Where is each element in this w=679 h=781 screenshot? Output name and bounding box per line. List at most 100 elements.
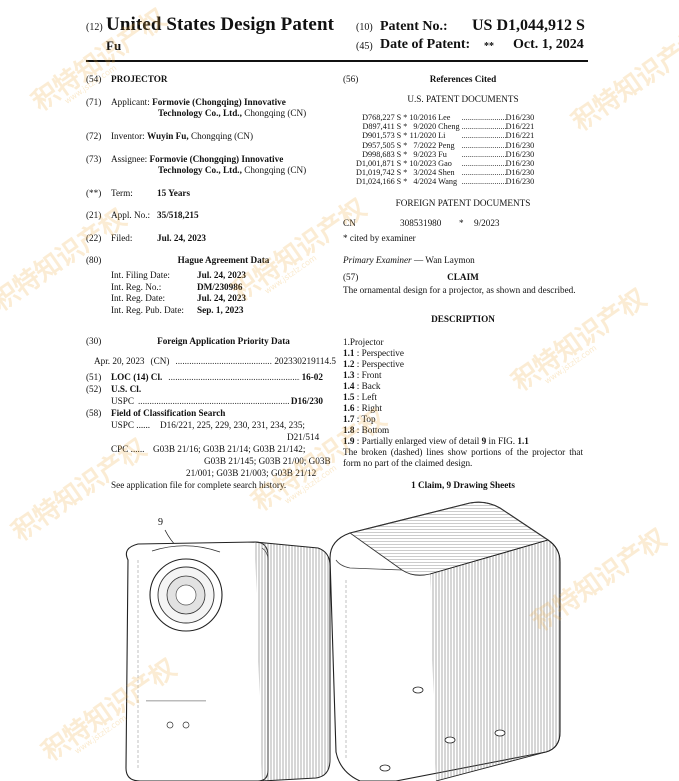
priority-row: Apr. 20, 2023 (CN) .....................…: [94, 356, 336, 367]
priority-heading: Foreign Application Priority Data: [157, 336, 290, 346]
filed-label: Filed:: [111, 233, 133, 243]
ref-date: 7/2022: [413, 140, 437, 150]
ref-name: Wang: [438, 177, 458, 187]
fig-desc: : Partially enlarged view of detail: [354, 436, 482, 446]
date-mark: **: [484, 41, 494, 52]
claim-heading: CLAIM: [447, 272, 479, 282]
ref-date: 10/2016: [409, 113, 437, 122]
ref-class: D16/230: [505, 140, 535, 150]
priority-date: Apr. 20, 2023: [94, 356, 145, 366]
ref-class: D16/230: [505, 149, 535, 159]
ref-star: *: [403, 131, 408, 141]
patent-number: US D1,044,912 S: [472, 17, 585, 34]
code-term: (**): [86, 188, 102, 198]
hague-heading: Hague Agreement Data: [177, 255, 270, 265]
ref-number: D998,683: [362, 149, 395, 159]
hague-label: Int. Reg. Date:: [111, 293, 166, 303]
hague-value: Sep. 1, 2023: [197, 304, 244, 315]
uspc-row: USPC ...................................…: [111, 396, 323, 407]
ref-date: 4/2024: [413, 177, 437, 187]
inventor-name: Wuyin Fu,: [146, 131, 189, 141]
ref-star: *: [403, 168, 408, 178]
fig-desc: in FIG.: [486, 436, 518, 446]
claim-text: The ornamental design for a projector, a…: [343, 285, 576, 295]
figure-list-item: 1.1 : Perspective: [343, 348, 583, 359]
code-22: (22): [86, 233, 102, 243]
ref-star: *: [403, 149, 408, 159]
assignee-name-2: Technology Co., Ltd.,: [158, 165, 242, 175]
fig-desc: : Bottom: [354, 425, 390, 435]
hague-value: Jul. 24, 2023: [197, 270, 247, 280]
code-71: (71): [86, 97, 102, 107]
broken-lines-note: The broken (dashed) lines show portions …: [343, 447, 583, 468]
appl-no-label: Appl. No.:: [111, 210, 151, 220]
inventor-location: Chongqing (CN): [188, 131, 253, 141]
applicant-name-2: Technology Co., Ltd.,: [158, 108, 242, 118]
title-field: PROJECTOR: [111, 74, 168, 84]
figure-list-item: 1.5 : Left: [343, 392, 583, 403]
fig-number: 1: [343, 337, 348, 347]
ref-number: D1,024,166: [356, 177, 395, 187]
ref-name: Cheng: [438, 122, 460, 132]
ref-kind: S: [396, 177, 402, 187]
inventor-label: Inventor:: [111, 131, 145, 141]
fig-desc: : Top: [354, 414, 376, 424]
fig-desc: : Perspective: [354, 359, 404, 369]
ref-name: Lee: [438, 113, 451, 122]
ref-star: *: [403, 159, 408, 169]
ref-date: 9/2023: [413, 149, 437, 159]
assignee-field: Assignee: Formovie (Chongqing) Innovativ…: [111, 154, 336, 176]
fig-number: 1.6: [343, 403, 355, 413]
examiner-line: Primary Examiner — Wan Laymon: [343, 255, 475, 266]
us-cl-label: U.S. Cl.: [111, 384, 142, 394]
fig-desc: : Front: [354, 370, 382, 380]
ref-number: D1,019,742: [356, 168, 395, 178]
fig-desc: : Perspective: [354, 348, 404, 358]
ref-name: Shen: [438, 168, 455, 178]
fig-number: 1.1: [343, 348, 355, 358]
ref-class: D16/230: [505, 168, 535, 178]
search-cpc-1: G03B 21/16; G03B 21/14; G03B 21/142;: [153, 444, 306, 454]
ref-number: D901,573: [362, 131, 395, 141]
dot-leader: ........................................…: [175, 356, 273, 366]
dot-leader: ....................................: [461, 159, 506, 169]
us-docs-heading: U.S. PATENT DOCUMENTS: [407, 94, 519, 104]
ref-class: D16/221: [505, 131, 535, 141]
detail-label: 9: [158, 517, 163, 528]
figure-list-item: 1.7 : Top: [343, 414, 583, 425]
cited-by-examiner: * cited by examiner: [343, 233, 416, 243]
search-cpc-2: G03B 21/145; G03B 21/00; G03B: [204, 456, 331, 466]
ref-class: D16/230: [505, 177, 535, 187]
assignee-name: Formovie (Chongqing) Innovative: [149, 154, 284, 164]
search-history-note: See application file for complete search…: [111, 480, 287, 490]
fig-number: 1.9: [343, 436, 355, 446]
references-heading: References Cited: [429, 74, 497, 84]
loc-row: LOC (14) Cl. ...........................…: [111, 372, 323, 383]
ref-number: D957,505: [362, 140, 395, 150]
date-of-patent: Oct. 1, 2024: [513, 37, 584, 52]
figure-list-item: 1.8 : Bottom: [343, 425, 583, 436]
filed-value: Jul. 24, 2023: [157, 233, 207, 243]
ref-number: D768,227: [362, 113, 395, 122]
ref-kind: S: [396, 122, 402, 132]
loc-value: 16-02: [301, 372, 323, 382]
appl-no-value: 35/518,215: [157, 210, 199, 220]
uspc-value: D16/230: [290, 396, 323, 406]
search-cpc-3: 21/001; G03B 21/003; G03B 21/12: [186, 468, 317, 478]
dot-leader: ....................................: [461, 168, 506, 178]
code-10: (10): [356, 22, 373, 33]
figure-list-item: 1.2 : Perspective: [343, 359, 583, 370]
header-rule: [86, 60, 588, 62]
figure-list-item: 1.3 : Front: [343, 370, 583, 381]
fig-separator: .: [347, 337, 350, 347]
ref-date: 3/2024: [413, 168, 437, 178]
ref-star: *: [403, 140, 408, 150]
code-73: (73): [86, 154, 102, 164]
fig-detail-ref: 9: [481, 436, 487, 446]
inventor-short: Fu: [106, 38, 122, 53]
code-58: (58): [86, 408, 102, 418]
figure-list-item: 1.Projector: [343, 337, 583, 348]
